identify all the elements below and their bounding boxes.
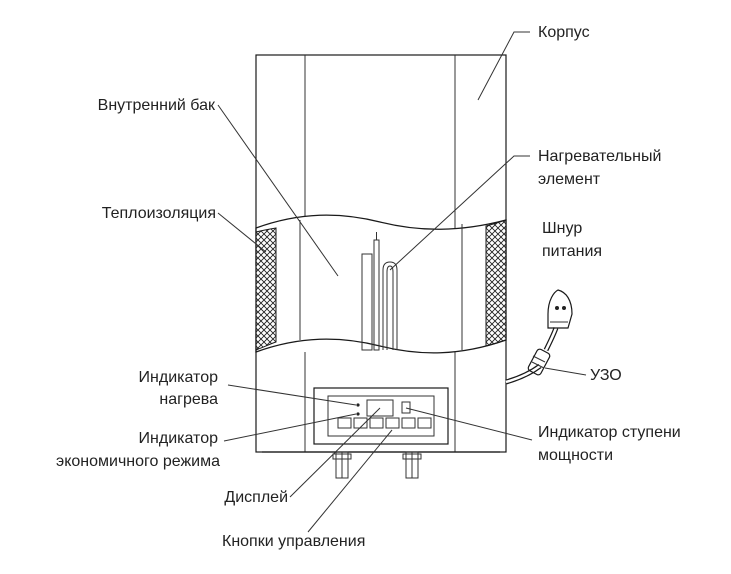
power-cord (505, 289, 573, 385)
label-power-cord: Шнур (542, 220, 582, 237)
label-korpus: Корпус (538, 24, 590, 41)
rcd-device (527, 348, 551, 376)
label-power-stage: Индикатор ступени (538, 424, 681, 441)
label-power-stage-2: мощности (538, 447, 613, 464)
label-eco-indicator-2: экономичного режима (56, 453, 220, 470)
insulation-hatch (255, 219, 507, 351)
label-heating-element: Нагревательный (538, 148, 661, 165)
control-button (401, 417, 416, 429)
control-button (417, 417, 432, 429)
pipes (332, 451, 422, 479)
control-button (369, 417, 384, 429)
label-heat-indicator: Индикатор (139, 369, 219, 386)
label-buttons: Кнопки управления (222, 533, 365, 550)
leader-lines (217, 31, 587, 533)
control-button (385, 417, 400, 429)
heating-element (361, 232, 398, 351)
control-panel (313, 387, 449, 445)
control-button (353, 417, 368, 429)
eco-indicator-led (356, 412, 360, 416)
label-heating-element-2: элемент (538, 171, 601, 188)
control-button (337, 417, 352, 429)
inner-tank (299, 220, 463, 350)
label-display: Дисплей (224, 489, 288, 506)
power-plug (547, 289, 573, 329)
label-insulation: Теплоизоляция (102, 205, 216, 222)
label-heat-indicator-2: нагрева (159, 391, 218, 408)
label-inner-tank: Внутренний бак (98, 97, 216, 114)
cutaway-section (255, 214, 507, 354)
label-eco-indicator: Индикатор (139, 430, 219, 447)
heat-indicator-led (356, 403, 360, 407)
label-uzo: УЗО (590, 367, 622, 384)
power-stage-indicator (401, 401, 411, 414)
label-power-cord-2: питания (542, 243, 602, 260)
display-screen (366, 399, 394, 417)
labels: Корпус Внутренний бак Нагревательный эле… (56, 24, 681, 550)
